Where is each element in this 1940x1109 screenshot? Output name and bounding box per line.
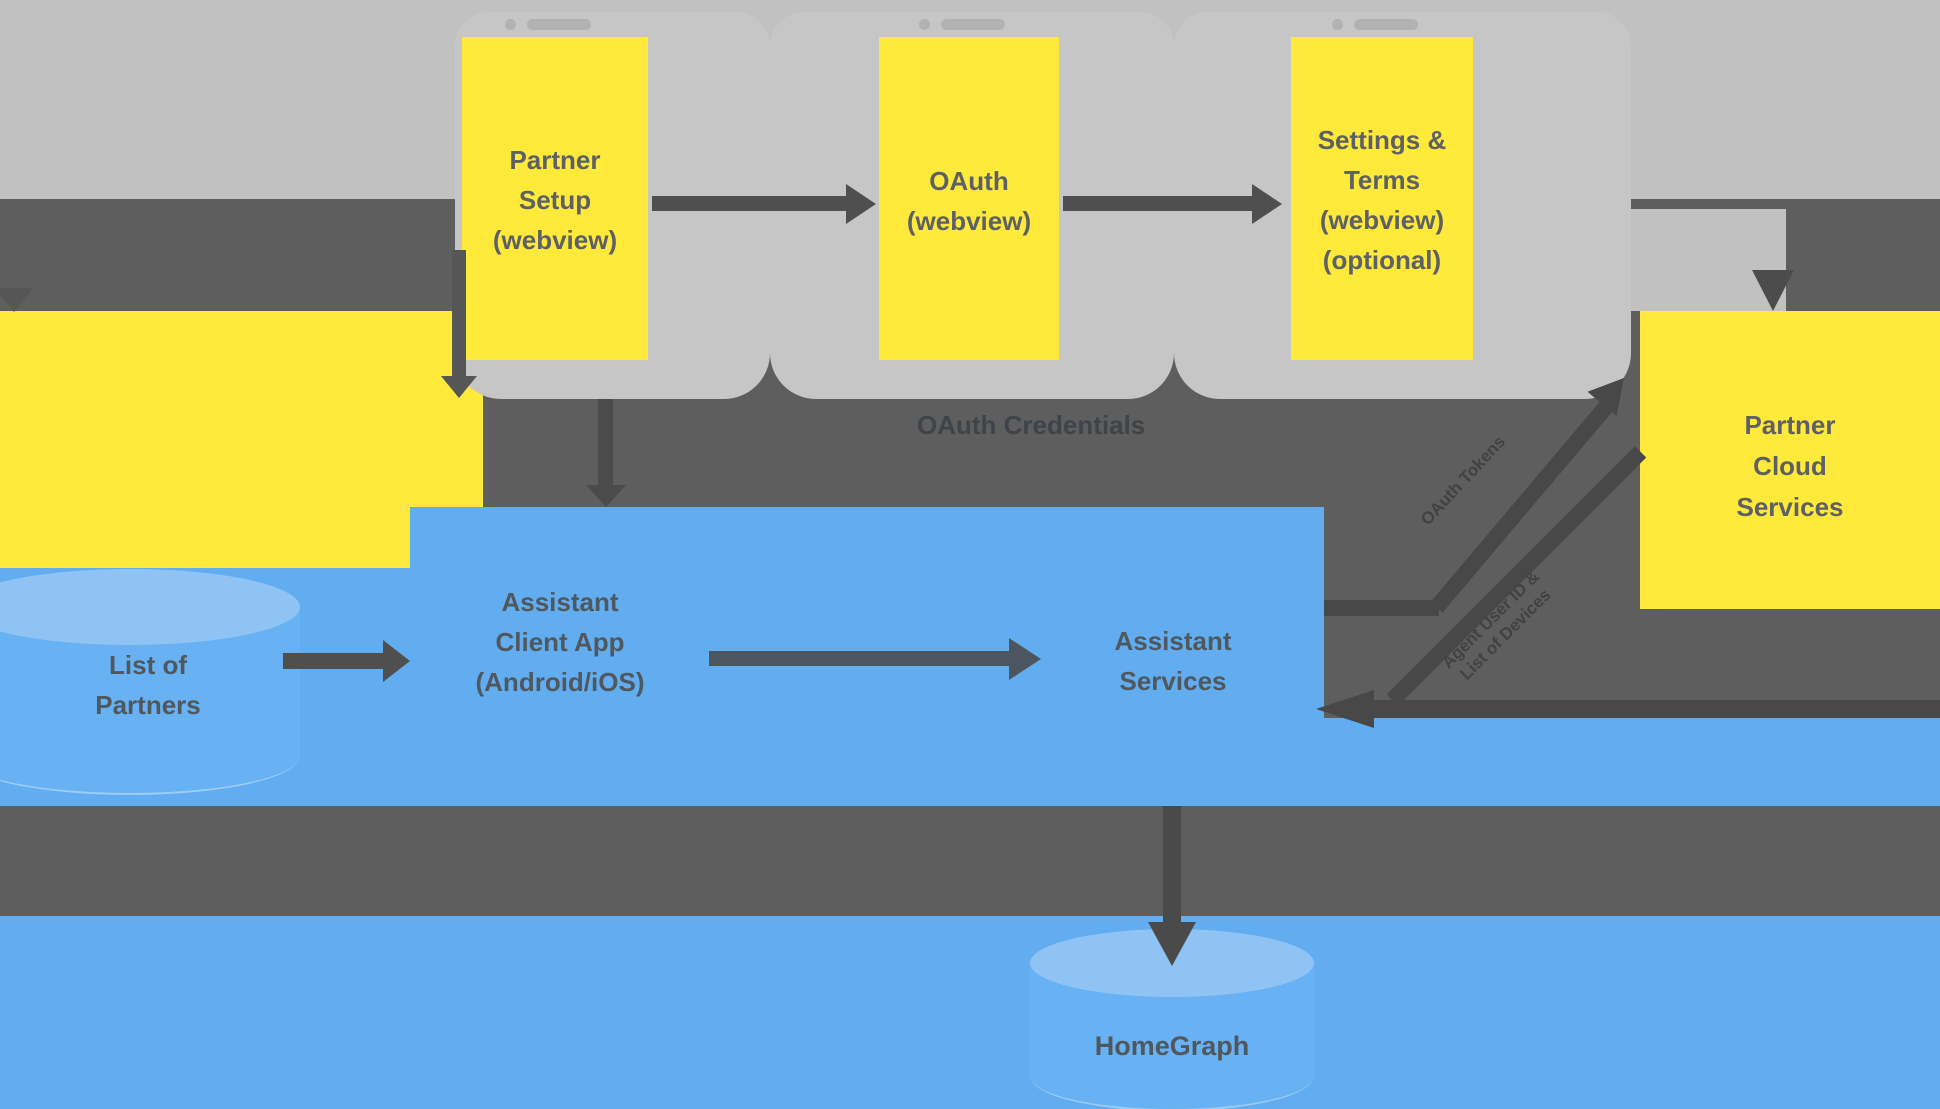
bottom-dark-gray-band bbox=[0, 806, 1940, 916]
webview-to-app-arrow-shaft bbox=[598, 399, 613, 487]
list-of-partners-label: List of Partners bbox=[95, 650, 201, 720]
assistant-services-label: Assistant Services bbox=[1114, 626, 1232, 696]
setup-to-oauth-arrow-shaft bbox=[652, 196, 848, 211]
services-to-cloud-arrow-shaft-h bbox=[1324, 600, 1439, 616]
oauth-to-settings-arrow-shaft bbox=[1063, 196, 1253, 211]
services-to-homegraph-arrow-head bbox=[1148, 922, 1196, 966]
cloud-to-services-arrow-head bbox=[1316, 690, 1374, 728]
band-to-left-panel-edge-arrow-head bbox=[0, 288, 33, 312]
phone1-speaker-notch bbox=[527, 19, 591, 30]
assistant-client-app-label: Assistant Client App (Android/iOS) bbox=[475, 587, 645, 697]
band-to-cloud-arrow-head bbox=[1752, 270, 1794, 311]
partner-cloud-box bbox=[1640, 311, 1940, 609]
phone1-camera-dot bbox=[505, 19, 516, 30]
bottom-blue-band bbox=[0, 916, 1940, 1109]
band-to-left-panel-arrow-shaft bbox=[452, 250, 466, 376]
partner-cloud-label: Partner Cloud Services bbox=[1736, 410, 1844, 522]
partners-to-app-arrow-shaft bbox=[283, 653, 385, 669]
phone2-camera-dot bbox=[919, 19, 930, 30]
list-of-partners-cylinder-top bbox=[0, 569, 300, 645]
phone3-camera-dot bbox=[1332, 19, 1343, 30]
cloud-to-services-arrow-shaft-h bbox=[1370, 700, 1940, 718]
phone3-screen bbox=[1291, 37, 1473, 360]
band-to-left-panel-arrow-head bbox=[441, 376, 477, 398]
oauth-webview-label: OAuth (webview) bbox=[906, 166, 1032, 236]
blue-right-strip bbox=[1324, 718, 1940, 806]
app-to-services-arrow-head bbox=[1009, 638, 1041, 680]
oauth-to-settings-arrow-head bbox=[1252, 184, 1282, 224]
settings-terms-label: Settings & Terms (webview) (optional) bbox=[1317, 125, 1447, 275]
services-to-homegraph-arrow-shaft bbox=[1163, 806, 1181, 930]
list-of-partners-cylinder-bottom bbox=[0, 717, 300, 795]
left-yellow-panel bbox=[0, 311, 483, 568]
homegraph-cylinder-bottom bbox=[1030, 1041, 1314, 1109]
phone3-speaker-notch bbox=[1354, 19, 1418, 30]
partner-setup-label: Partner Setup (webview) bbox=[492, 145, 618, 255]
webview-to-app-arrow-head bbox=[586, 485, 626, 507]
phone2-screen bbox=[879, 37, 1059, 360]
app-to-services-arrow-shaft bbox=[709, 651, 1011, 666]
setup-to-oauth-arrow-head bbox=[846, 184, 876, 224]
phone2-speaker-notch bbox=[941, 19, 1005, 30]
oauth-credentials-label: OAuth Credentials bbox=[917, 410, 1146, 440]
homegraph-label: HomeGraph bbox=[1094, 1031, 1250, 1061]
phone1-screen bbox=[462, 37, 648, 360]
partners-to-app-arrow-head bbox=[383, 640, 410, 682]
